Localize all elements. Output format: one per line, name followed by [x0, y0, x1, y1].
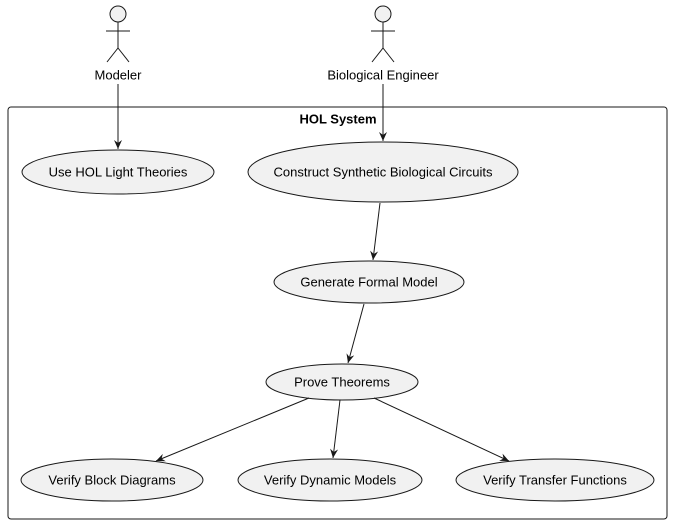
arrow-generate-to-prove	[346, 303, 365, 364]
actor-engineer-label: Biological Engineer	[327, 67, 439, 83]
use-case-hol-ellipse	[21, 149, 215, 195]
use-case-hol-label: Use HOL Light Theories	[48, 164, 188, 180]
system-title: HOL System	[299, 111, 377, 127]
actor-engineer-figure	[371, 5, 395, 63]
actor-modeler-label: Modeler	[94, 67, 142, 83]
use-case-transfer-label: Verify Transfer Functions	[483, 472, 627, 488]
actor-modeler-figure	[106, 5, 130, 63]
use-case-construct-ellipse	[247, 141, 519, 203]
use-case-dynamic-ellipse	[237, 458, 423, 502]
use-case-transfer-ellipse	[455, 458, 655, 502]
use-case-prove-ellipse	[265, 363, 419, 401]
use-case-dynamic-label: Verify Dynamic Models	[263, 472, 397, 488]
use-case-construct-label: Construct Synthetic Biological Circuits	[273, 164, 493, 180]
arrow-prove-to-transfer	[373, 397, 510, 462]
use-case-prove-label: Prove Theorems	[294, 374, 390, 390]
arrow-construct-to-generate	[370, 202, 381, 261]
use-case-generate-label: Generate Formal Model	[300, 274, 438, 290]
arrow-prove-to-dynamic	[330, 399, 341, 459]
system-boundary	[7, 106, 668, 520]
use-case-generate-ellipse	[273, 260, 465, 304]
arrow-prove-to-block	[155, 397, 310, 462]
use-case-block-ellipse	[20, 458, 204, 502]
use-case-block-label: Verify Block Diagrams	[48, 472, 176, 488]
